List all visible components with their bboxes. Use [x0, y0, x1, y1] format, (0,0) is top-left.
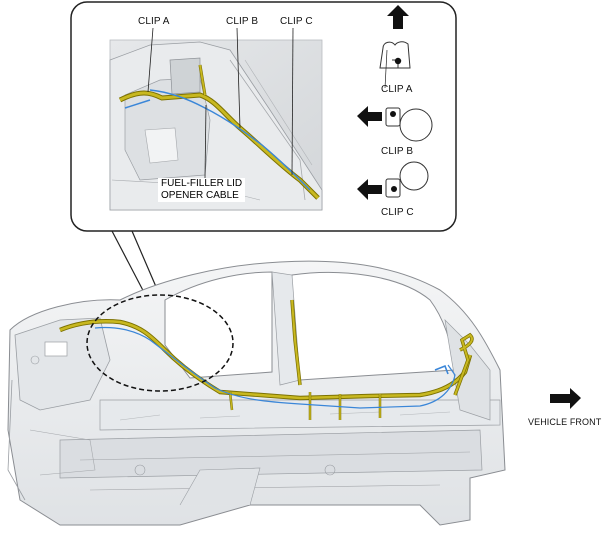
fuel-filler-lid-opener-cable — [94, 326, 456, 409]
clip-c-icon — [385, 161, 429, 198]
clip-a-leader — [147, 27, 154, 93]
up-arrow-icon — [387, 5, 409, 29]
left-arrow-icon — [357, 106, 382, 127]
fuel-leader — [204, 104, 207, 179]
vehicle-front-arrow-icon — [550, 388, 581, 409]
clip-a-icon — [379, 41, 411, 89]
clip-b-legend-label: CLIP B — [381, 146, 414, 157]
vehicle-front-label: VEHICLE FRONT — [528, 417, 602, 427]
clip-c-top-label: CLIP C — [278, 16, 315, 27]
clip-a-legend-label: CLIP A — [381, 84, 413, 95]
inset-cable — [149, 89, 311, 191]
clip-b-leader — [236, 27, 241, 129]
callout-leader-left — [111, 230, 149, 301]
clip-a-top-label: CLIP A — [136, 16, 172, 27]
clip-b-top-label: CLIP B — [224, 16, 261, 27]
fuel-filler-lid-label: FUEL-FILLER LID OPENER CABLE — [158, 178, 246, 202]
inset-detail — [109, 27, 323, 211]
detail-circle — [86, 294, 234, 392]
fuel-label-line-1: FUEL-FILLER LID — [161, 178, 243, 189]
clip-b-icon — [385, 107, 433, 142]
clip-c-leader — [291, 27, 294, 176]
clip-c-legend-label: CLIP C — [381, 207, 414, 218]
left-arrow-icon — [357, 179, 382, 200]
fuel-label-line-2: OPENER CABLE — [161, 190, 239, 201]
